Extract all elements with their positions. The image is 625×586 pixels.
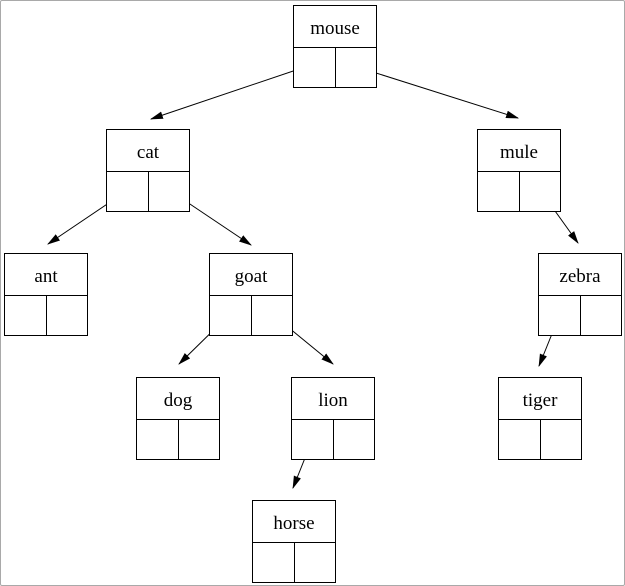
right-pointer-cell <box>47 296 88 335</box>
pointer-cells-tiger <box>499 420 581 459</box>
node-label-mule: mule <box>478 130 560 172</box>
pointer-cells-cat <box>107 172 189 211</box>
right-pointer-cell <box>541 420 582 459</box>
right-pointer-cell <box>334 420 375 459</box>
node-label-dog: dog <box>137 378 219 420</box>
edge-mouse-left-cat <box>149 63 315 120</box>
pointer-cells-lion <box>292 420 374 459</box>
tree-node-mouse: mouse <box>293 5 377 88</box>
pointer-cells-ant <box>5 296 87 335</box>
left-pointer-cell <box>5 296 47 335</box>
node-label-lion: lion <box>292 378 374 420</box>
right-pointer-cell <box>179 420 220 459</box>
tree-node-goat: goat <box>209 253 293 336</box>
left-pointer-cell <box>292 420 334 459</box>
tree-node-mule: mule <box>477 129 561 212</box>
pointer-cells-zebra <box>539 296 621 335</box>
node-label-goat: goat <box>210 254 292 296</box>
node-label-zebra: zebra <box>539 254 621 296</box>
tree-node-tiger: tiger <box>498 377 582 460</box>
right-pointer-cell <box>336 48 377 87</box>
right-pointer-cell <box>581 296 622 335</box>
node-label-tiger: tiger <box>499 378 581 420</box>
left-pointer-cell <box>539 296 581 335</box>
edge-mouse-right-mule <box>353 65 520 119</box>
left-pointer-cell <box>137 420 179 459</box>
node-label-mouse: mouse <box>294 6 376 48</box>
tree-node-lion: lion <box>291 377 375 460</box>
right-pointer-cell <box>520 172 561 211</box>
node-label-horse: horse <box>253 501 335 543</box>
left-pointer-cell <box>478 172 520 211</box>
pointer-cells-goat <box>210 296 292 335</box>
left-pointer-cell <box>107 172 149 211</box>
tree-node-dog: dog <box>136 377 220 460</box>
tree-node-zebra: zebra <box>538 253 622 336</box>
pointer-cells-horse <box>253 543 335 582</box>
pointer-cells-dog <box>137 420 219 459</box>
tree-node-cat: cat <box>106 129 190 212</box>
pointer-cells-mule <box>478 172 560 211</box>
left-pointer-cell <box>499 420 541 459</box>
pointer-cells-mouse <box>294 48 376 87</box>
node-label-cat: cat <box>107 130 189 172</box>
left-pointer-cell <box>294 48 336 87</box>
tree-node-horse: horse <box>252 500 336 583</box>
tree-node-ant: ant <box>4 253 88 336</box>
right-pointer-cell <box>252 296 293 335</box>
left-pointer-cell <box>210 296 252 335</box>
right-pointer-cell <box>149 172 190 211</box>
right-pointer-cell <box>295 543 336 582</box>
node-label-ant: ant <box>5 254 87 296</box>
left-pointer-cell <box>253 543 295 582</box>
